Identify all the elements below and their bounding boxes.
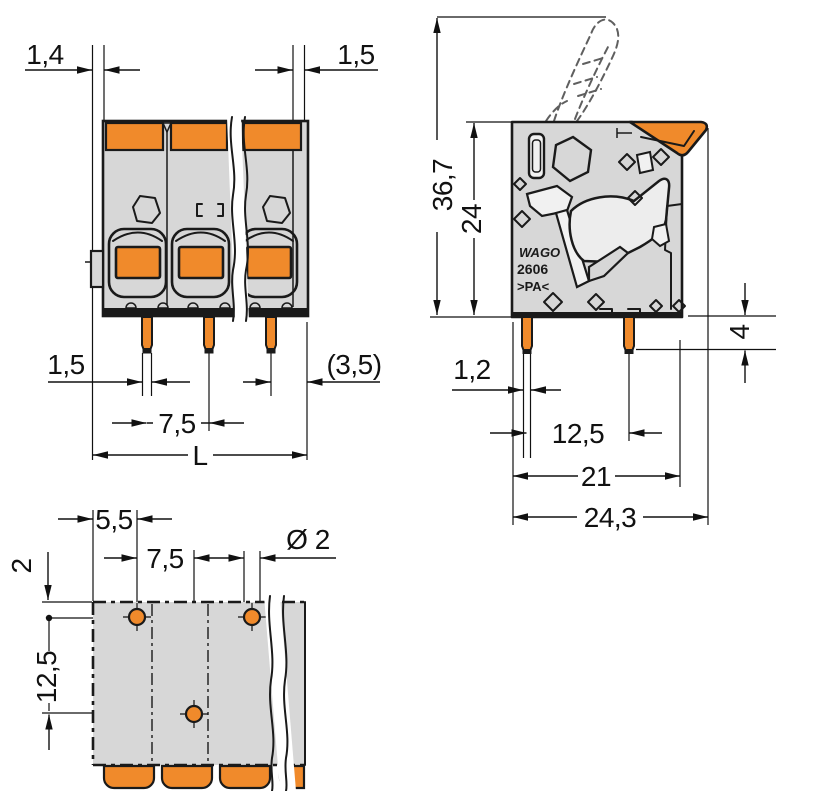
- front-dimensions: 1,4 1,5 1,5 (3,5) 7,5 L: [25, 39, 382, 471]
- front-left-tab: [85, 249, 105, 289]
- bottom-pin-holes: [123, 603, 266, 728]
- front-view: 1,4 1,5 1,5 (3,5) 7,5 L: [25, 39, 382, 471]
- dim-front-pin-pitch: 7,5: [158, 408, 195, 439]
- front-lever-strips: [104, 121, 303, 152]
- dim-bottom-edge-to-hole: 5,5: [95, 504, 132, 535]
- dim-side-open-height: 36,7: [427, 159, 458, 212]
- side-dimensions: 36,7 24 4 1,2 12,5 21 24,3: [426, 18, 755, 533]
- side-extension-lines: [430, 16, 776, 525]
- side-top-mark: [616, 128, 632, 138]
- dim-side-depth: 21: [581, 461, 611, 492]
- bottom-dimensions: 5,5 7,5 Ø 2 2 12,5: [6, 504, 336, 750]
- side-solder-pins: [521, 316, 635, 354]
- dim-side-pin-length: 4: [724, 324, 755, 339]
- side-lever-closed: [628, 120, 709, 157]
- side-interior-details: [513, 132, 686, 317]
- dim-bottom-hole-diameter: Ø 2: [286, 524, 330, 555]
- front-test-ports: [132, 195, 291, 224]
- front-baseline: [103, 302, 308, 316]
- side-open-lever-ghost: [545, 18, 620, 122]
- dim-front-overall-length: L: [192, 440, 207, 471]
- dim-front-right-gap: 1,5: [337, 39, 374, 70]
- dim-side-height: 24: [456, 204, 487, 234]
- material-marking: >PA<: [517, 279, 550, 294]
- dim-front-end-clearance: (3,5): [326, 349, 381, 380]
- dim-front-left-gap: 1,4: [26, 39, 63, 70]
- series-marking: 2606: [517, 261, 548, 277]
- front-solder-pins: [141, 316, 277, 354]
- dim-bottom-edge-to-row: 2: [6, 558, 37, 573]
- dim-bottom-row-spacing: 12,5: [31, 651, 62, 704]
- brand-marking: WAGO: [519, 245, 560, 260]
- side-lever-detail: [640, 130, 695, 147]
- side-view: WAGO 2606 >PA<: [426, 16, 776, 533]
- dim-side-pin-thickness: 1,2: [453, 354, 490, 385]
- dim-side-overall-depth: 24,3: [584, 502, 637, 533]
- bottom-feet: [102, 764, 306, 790]
- dim-side-pin-spacing: 12,5: [552, 418, 605, 449]
- front-break-line: [227, 116, 249, 322]
- side-markings: WAGO 2606 >PA<: [517, 245, 560, 294]
- dim-bottom-hole-pitch: 7,5: [146, 543, 183, 574]
- bottom-break-line: [264, 595, 296, 791]
- side-baseline: [512, 312, 682, 318]
- bottom-view: 5,5 7,5 Ø 2 2 12,5: [6, 504, 336, 791]
- dim-front-pin-width: 1,5: [47, 349, 84, 380]
